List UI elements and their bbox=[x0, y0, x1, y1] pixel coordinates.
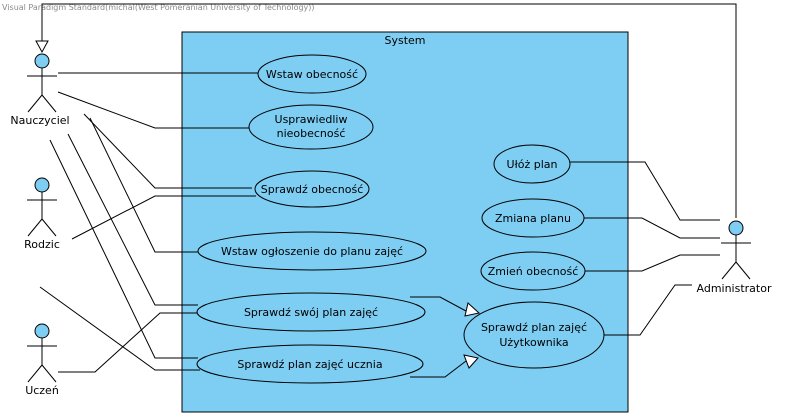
usecase-insert-attendance-label: Wstaw obecność bbox=[266, 68, 358, 81]
actor-student[interactable]: Uczeń bbox=[25, 323, 59, 397]
usecase-check-attendance-label: Sprawdź obecność bbox=[261, 183, 364, 196]
usecase-check-user-plan-label-1: Sprawdź plan zajęć bbox=[481, 321, 587, 334]
generalization-admin-teacher bbox=[35, 3, 737, 218]
actor-parent[interactable]: Rodzic bbox=[24, 177, 60, 251]
usecase-make-plan-label: Ułóż plan bbox=[507, 158, 558, 171]
usecase-change-attendance[interactable]: Zmień obecność bbox=[480, 251, 586, 291]
usecase-check-own-plan[interactable]: Sprawdź swój plan zajęć bbox=[196, 292, 426, 332]
usecase-insert-announcement-label: Wstaw ogłoszenie do planu zajęć bbox=[221, 245, 403, 258]
usecase-insert-announcement[interactable]: Wstaw ogłoszenie do planu zajęć bbox=[197, 231, 427, 271]
usecase-check-attendance[interactable]: Sprawdź obecność bbox=[254, 170, 370, 208]
usecase-change-plan[interactable]: Zmiana planu bbox=[481, 198, 585, 238]
actor-admin-figure bbox=[721, 220, 751, 280]
usecase-check-student-plan-label: Sprawdź plan zajęć ucznia bbox=[237, 358, 382, 371]
usecase-excuse-absence-label-1: Usprawiedliw bbox=[275, 113, 348, 126]
actor-teacher-figure bbox=[27, 53, 57, 113]
actor-admin[interactable]: Administrator bbox=[697, 220, 772, 295]
usecase-change-attendance-label: Zmień obecność bbox=[488, 265, 579, 278]
usecase-change-plan-label: Zmiana planu bbox=[495, 212, 571, 225]
usecase-check-student-plan[interactable]: Sprawdź plan zajęć ucznia bbox=[196, 344, 424, 384]
actor-student-figure bbox=[27, 323, 57, 383]
usecase-excuse-absence-label-2: nieobecność bbox=[277, 127, 346, 140]
system-title: System bbox=[384, 34, 425, 47]
actor-parent-label: Rodzic bbox=[24, 238, 60, 251]
usecase-insert-attendance[interactable]: Wstaw obecność bbox=[257, 54, 367, 94]
actor-student-label: Uczeń bbox=[25, 384, 59, 397]
usecase-check-user-plan[interactable]: Sprawdź plan zajęć Użytkownika bbox=[463, 301, 605, 369]
usecase-excuse-absence[interactable]: Usprawiedliw nieobecność bbox=[248, 104, 374, 150]
usecase-check-own-plan-label: Sprawdź swój plan zajęć bbox=[244, 306, 378, 319]
actor-admin-label: Administrator bbox=[697, 282, 772, 295]
actor-teacher[interactable]: Nauczyciel bbox=[10, 53, 70, 127]
usecase-check-user-plan-label-2: Użytkownika bbox=[499, 336, 568, 349]
actor-teacher-label: Nauczyciel bbox=[10, 114, 69, 127]
generalization-plan-usecases bbox=[410, 296, 481, 378]
actor-parent-figure bbox=[27, 177, 57, 237]
associations bbox=[39, 72, 720, 373]
watermark-text: Visual Paradigm Standard(michal(West Pom… bbox=[2, 3, 315, 12]
usecase-make-plan[interactable]: Ułóż plan bbox=[493, 144, 571, 184]
